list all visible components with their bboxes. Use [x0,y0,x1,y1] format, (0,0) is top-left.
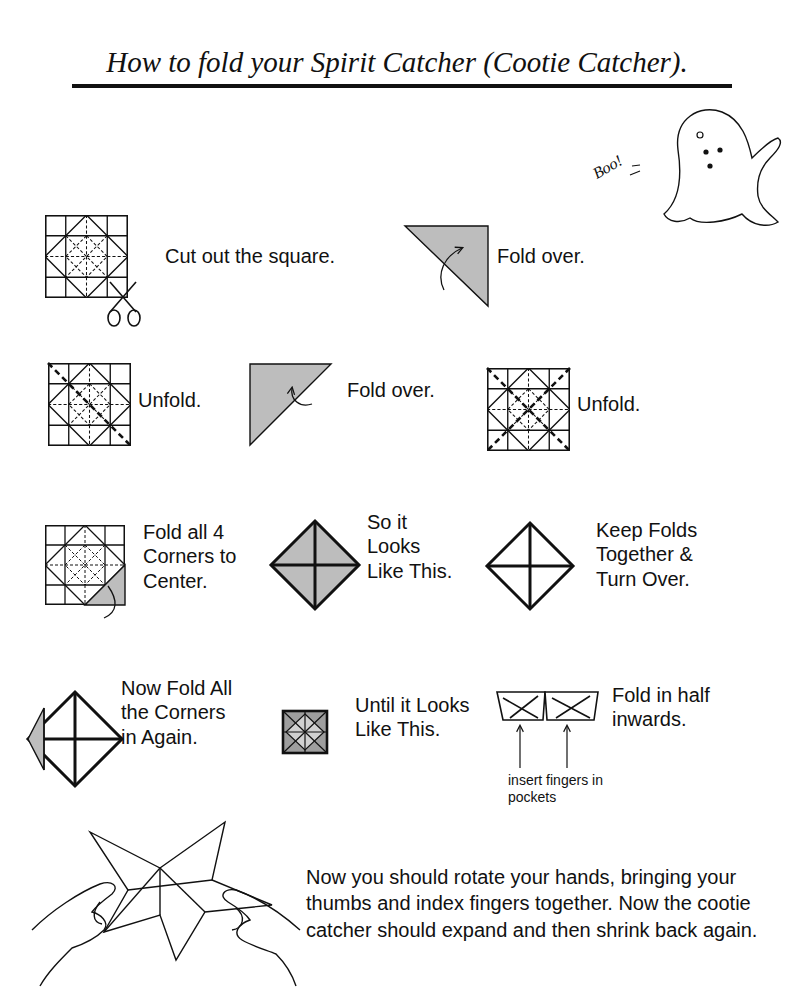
paper-square [487,368,570,451]
step-text: Until it Looks Like This. [355,693,470,742]
hands-with-catcher [32,822,300,986]
closing-instruction: Now you should rotate your hands, bringi… [306,864,772,943]
folded-catcher [497,692,598,720]
title-underline [72,84,732,88]
step-text: Unfold. [577,392,677,416]
step-text: So it Looks Like This. [367,510,462,583]
ghost-speech: Boo! [589,136,651,183]
folded-triangle [250,364,331,445]
step-text: Cut out the square. [165,244,395,268]
scissors [108,282,140,326]
page-title: How to fold your Spirit Catcher (Cootie … [40,46,754,79]
white-diamond [487,523,573,609]
step-text: Fold over. [497,244,627,268]
step-text: Fold in half inwards. [612,683,752,732]
step-text: Keep Folds Together & Turn Over. [596,518,736,591]
paper-square [48,363,131,446]
step-text: Fold over. [347,378,467,402]
folded-triangle [405,226,488,306]
step-text: Now Fold All the Corners in Again. [121,676,233,749]
step-text: Unfold. [138,388,238,412]
ghost [664,110,780,225]
step-text: Fold all 4 Corners to Center. [143,520,255,593]
paper-square [45,215,128,298]
pocket-note: insert fingers in pockets [508,772,618,806]
small-square [283,711,327,753]
grey-diamond [271,521,359,609]
paper-square [45,525,125,605]
corner-fold-diamond [28,692,122,786]
